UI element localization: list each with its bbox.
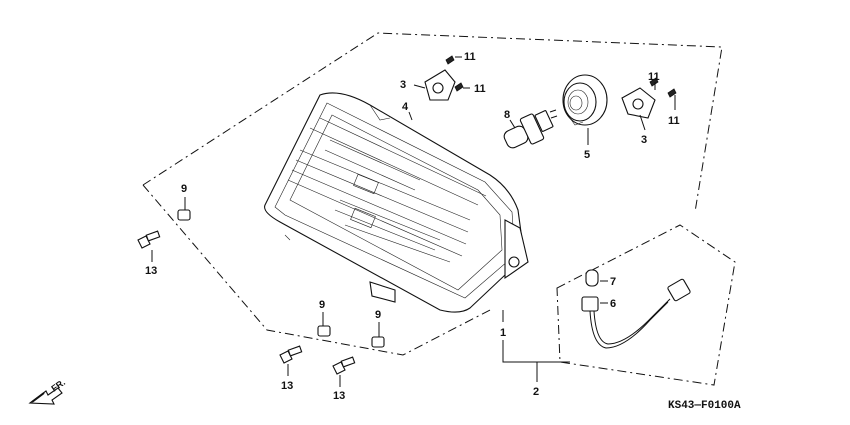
position-bulb (585, 269, 599, 287)
front-direction-label: FR. (49, 377, 67, 394)
callout-13-right: 13 (333, 390, 345, 402)
setting-bracket-left (424, 69, 456, 101)
bolt-icon-set (137, 230, 356, 375)
callout-13-left: 13 (145, 265, 157, 277)
screw-icon-set (445, 55, 677, 98)
callout-5: 5 (584, 149, 590, 161)
callout-4: 4 (402, 101, 409, 113)
leader-lines (151, 56, 676, 387)
wiring-boundary (556, 224, 736, 386)
callout-6: 6 (610, 298, 616, 310)
callout-11-c: 11 (648, 71, 660, 83)
callout-8: 8 (504, 109, 510, 121)
diagram-code: KS43—F0100A (668, 400, 741, 412)
callout-13-mid: 13 (281, 380, 293, 392)
setting-bracket-right (621, 87, 656, 119)
socket-wire (581, 278, 691, 349)
callout-9-mid: 9 (319, 299, 325, 311)
headlight-lens-unit (264, 92, 529, 313)
callout-1: 1 (500, 327, 506, 339)
callout-3-right: 3 (641, 134, 647, 146)
callout-11-a: 11 (464, 51, 476, 63)
callout-11-d: 11 (668, 115, 680, 127)
assembly-boundary-lower (142, 184, 491, 356)
headlight-bulb (503, 109, 558, 149)
callout-9-right: 9 (375, 309, 381, 321)
grommet-icon-set (177, 209, 385, 348)
front-direction-arrow-icon (28, 387, 63, 405)
callout-11-b: 11 (474, 83, 486, 95)
callout-2: 2 (533, 386, 539, 398)
socket-cover (562, 74, 608, 126)
callout-3-left: 3 (400, 79, 406, 91)
callout-9-left: 9 (181, 183, 187, 195)
assembly-boundary (142, 32, 723, 213)
callout-7: 7 (610, 276, 616, 288)
